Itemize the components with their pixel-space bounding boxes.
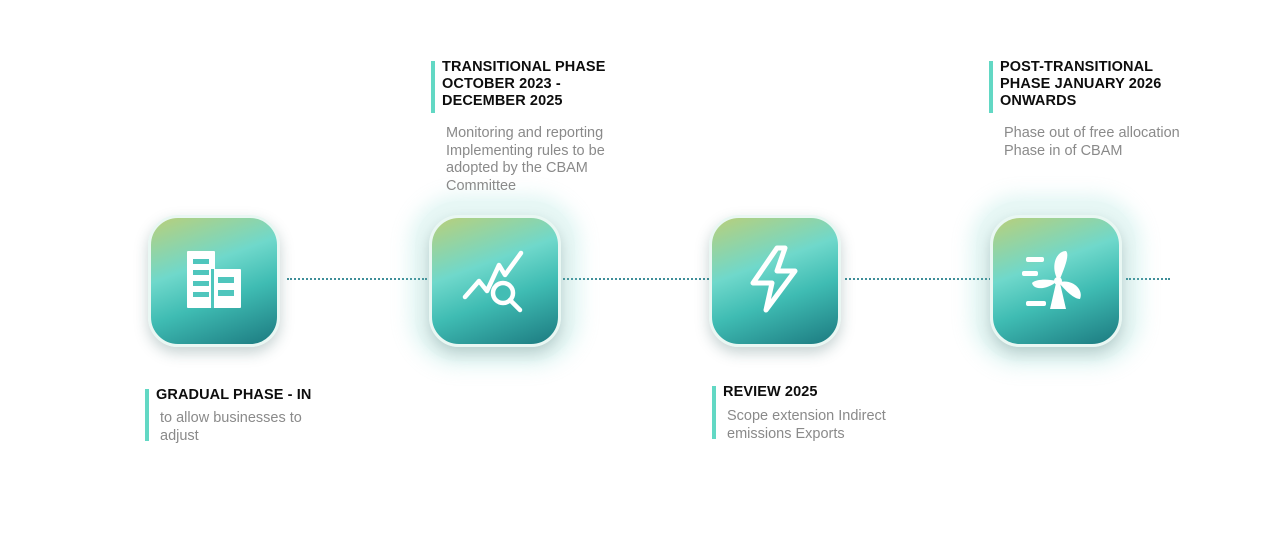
timeline-connector-2 bbox=[563, 278, 709, 280]
phase-3-title: REVIEW 2025 bbox=[723, 384, 818, 400]
wind-turbine-icon bbox=[1020, 243, 1092, 320]
phase-1-label: GRADUAL PHASE - IN to allow businesses t… bbox=[145, 387, 356, 444]
phase-1-description: to allow businesses to adjust bbox=[160, 410, 302, 444]
phase-1-title: GRADUAL PHASE - IN bbox=[156, 387, 312, 403]
phase-3-label: REVIEW 2025 Scope extension Indirect emi… bbox=[712, 384, 933, 442]
phase-2-description: Monitoring and reporting Implementing ru… bbox=[446, 125, 605, 194]
phase-3-description: Scope extension Indirect emissions Expor… bbox=[727, 408, 886, 442]
phase-2-label: TRANSITIONAL PHASE OCTOBER 2023 - DECEMB… bbox=[431, 59, 652, 194]
phase-2-title: TRANSITIONAL PHASE OCTOBER 2023 - DECEMB… bbox=[442, 59, 606, 109]
timeline-connector-4 bbox=[1126, 278, 1170, 280]
phase-1-tile bbox=[148, 215, 280, 347]
timeline-connector-1 bbox=[287, 278, 427, 280]
phase-4-label: POST-TRANSITIONAL PHASE JANUARY 2026 ONW… bbox=[989, 59, 1220, 159]
phase-3-tile bbox=[709, 215, 841, 347]
phase-2-tile bbox=[415, 201, 575, 361]
building-icon bbox=[178, 243, 250, 320]
phase-4-tile bbox=[976, 201, 1136, 361]
phase-4-description: Phase out of free allocation Phase in of… bbox=[1004, 125, 1180, 159]
timeline-connector-3 bbox=[845, 278, 991, 280]
chart-search-icon bbox=[459, 243, 531, 320]
phase-4-title: POST-TRANSITIONAL PHASE JANUARY 2026 ONW… bbox=[1000, 59, 1162, 109]
lightning-icon bbox=[739, 243, 811, 320]
